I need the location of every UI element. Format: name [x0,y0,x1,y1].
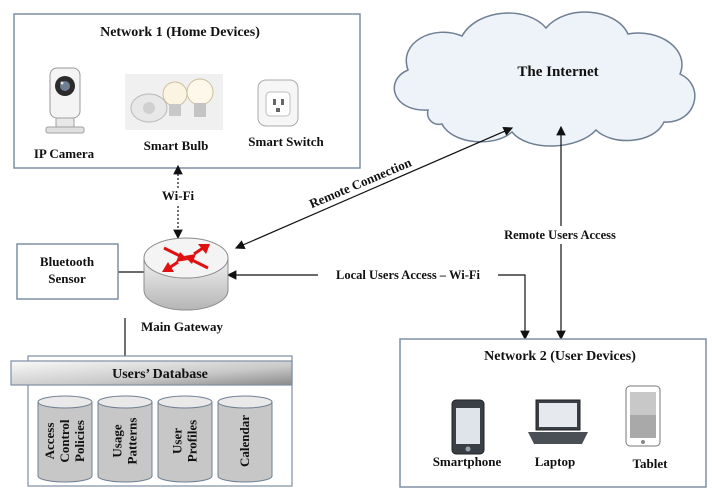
internet-label: The Internet [517,64,598,80]
smart-switch-icon [257,79,299,127]
network2-box: Network 2 (User Devices) Smartphone Lapt… [399,338,707,488]
router-icon [143,237,229,311]
wifi-link: Wi-Fi [152,164,202,240]
wifi-label: Wi-Fi [162,188,195,203]
database-column-label: Patterns [125,418,140,465]
local-users-label: Local Users Access – Wi-Fi [336,268,480,282]
network2-title: Network 2 (User Devices) [484,349,636,364]
database-column-label: Control [57,419,72,462]
router-arrows-icon [162,244,210,272]
remote-users-label: Remote Users Access [504,228,616,242]
database-column-calendar: Calendar [217,395,273,483]
network1-box: Network 1 (Home Devices) IP Camera Smart… [13,13,361,169]
smart-switch-label: Smart Switch [248,134,324,149]
database-column-label: Profiles [185,420,200,462]
smart-bulb-label: Smart Bulb [144,138,209,153]
local-users-link: Local Users Access – Wi-Fi [226,267,530,341]
tablet-icon [625,385,661,447]
ip-camera-label: IP Camera [34,146,95,161]
tablet-label: Tablet [633,456,669,471]
remote-users-link: Remote Users Access [490,125,630,341]
internet-cloud: The Internet [393,11,696,147]
network1-title: Network 1 (Home Devices) [100,25,260,40]
bluetooth-line1: Bluetooth [40,254,95,269]
database-column-label: Usage [110,424,125,457]
database-column-label: User [170,428,185,454]
smartphone-label: Smartphone [433,454,502,469]
laptop-icon [528,399,588,444]
bluetooth-line2: Sensor [48,271,86,286]
database-column-label: Access [42,423,57,460]
database-title: Users’ Database [112,367,208,382]
ip-camera-icon [45,67,85,134]
bluetooth-sensor-box: Bluetooth Sensor [16,243,119,300]
database-column-label: Calendar [237,415,252,467]
smart-bulb-icon [125,74,223,130]
laptop-label: Laptop [535,454,575,469]
database-column-label: Policies [72,420,87,462]
smartphone-icon [451,399,485,455]
gateway-label: Main Gateway [141,319,223,334]
